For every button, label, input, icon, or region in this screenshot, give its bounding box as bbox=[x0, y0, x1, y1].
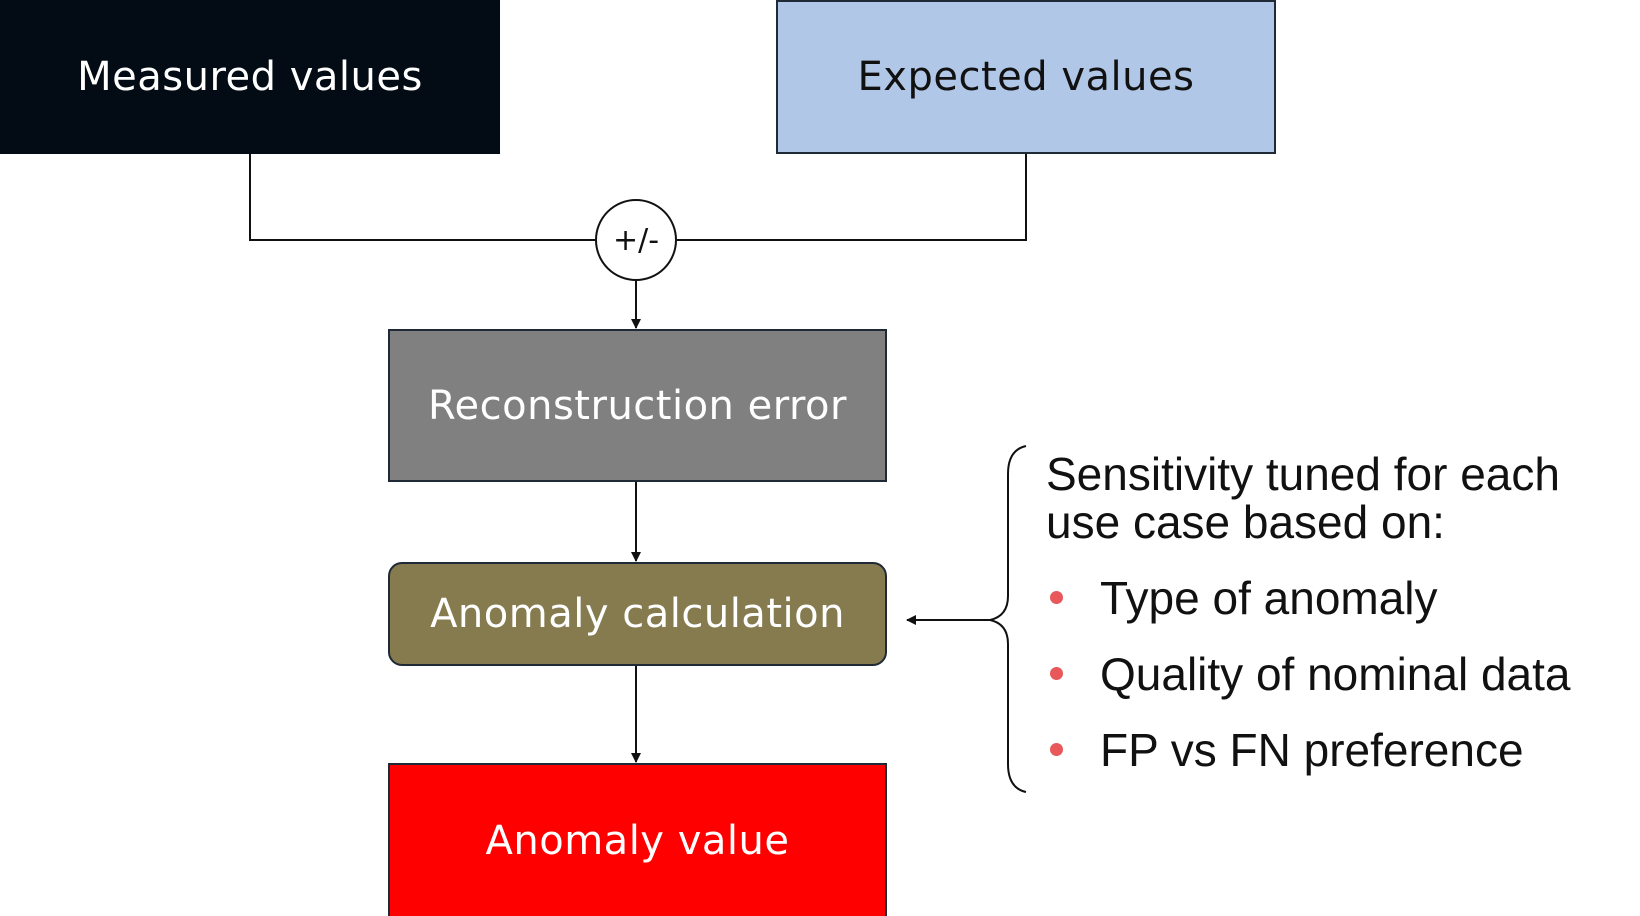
list-item: Type of anomaly bbox=[1046, 574, 1626, 622]
plus-minus-operator-node: +/- bbox=[595, 199, 677, 281]
bullet-icon bbox=[1050, 591, 1063, 604]
sensitivity-criteria-list: Type of anomaly Quality of nominal data … bbox=[1046, 574, 1626, 774]
anomaly-value-box: Anomaly value bbox=[388, 763, 887, 916]
measured-values-box: Measured values bbox=[0, 0, 500, 154]
measured-values-label: Measured values bbox=[77, 54, 423, 100]
criterion-label: FP vs FN preference bbox=[1100, 724, 1524, 776]
expected-values-box: Expected values bbox=[776, 0, 1276, 154]
anomaly-value-label: Anomaly value bbox=[485, 817, 790, 864]
criterion-label: Type of anomaly bbox=[1100, 572, 1438, 624]
operator-label: +/- bbox=[612, 222, 660, 258]
anomaly-calculation-label: Anomaly calculation bbox=[430, 591, 845, 637]
bullet-icon bbox=[1050, 667, 1063, 680]
reconstruction-error-label: Reconstruction error bbox=[428, 382, 847, 429]
expected-values-label: Expected values bbox=[857, 54, 1195, 100]
measured-to-operator-connector bbox=[249, 154, 595, 241]
sensitivity-panel: Sensitivity tuned for each use case base… bbox=[1046, 450, 1626, 802]
expected-to-operator-connector bbox=[677, 154, 1027, 241]
sensitivity-heading: Sensitivity tuned for each use case base… bbox=[1046, 448, 1560, 548]
list-item: FP vs FN preference bbox=[1046, 726, 1626, 774]
criterion-label: Quality of nominal data bbox=[1100, 648, 1571, 700]
sensitivity-brace bbox=[989, 445, 1027, 793]
anomaly-calculation-box: Anomaly calculation bbox=[388, 562, 887, 666]
bullet-icon bbox=[1050, 743, 1063, 756]
list-item: Quality of nominal data bbox=[1046, 650, 1626, 698]
reconstruction-error-box: Reconstruction error bbox=[388, 329, 887, 482]
